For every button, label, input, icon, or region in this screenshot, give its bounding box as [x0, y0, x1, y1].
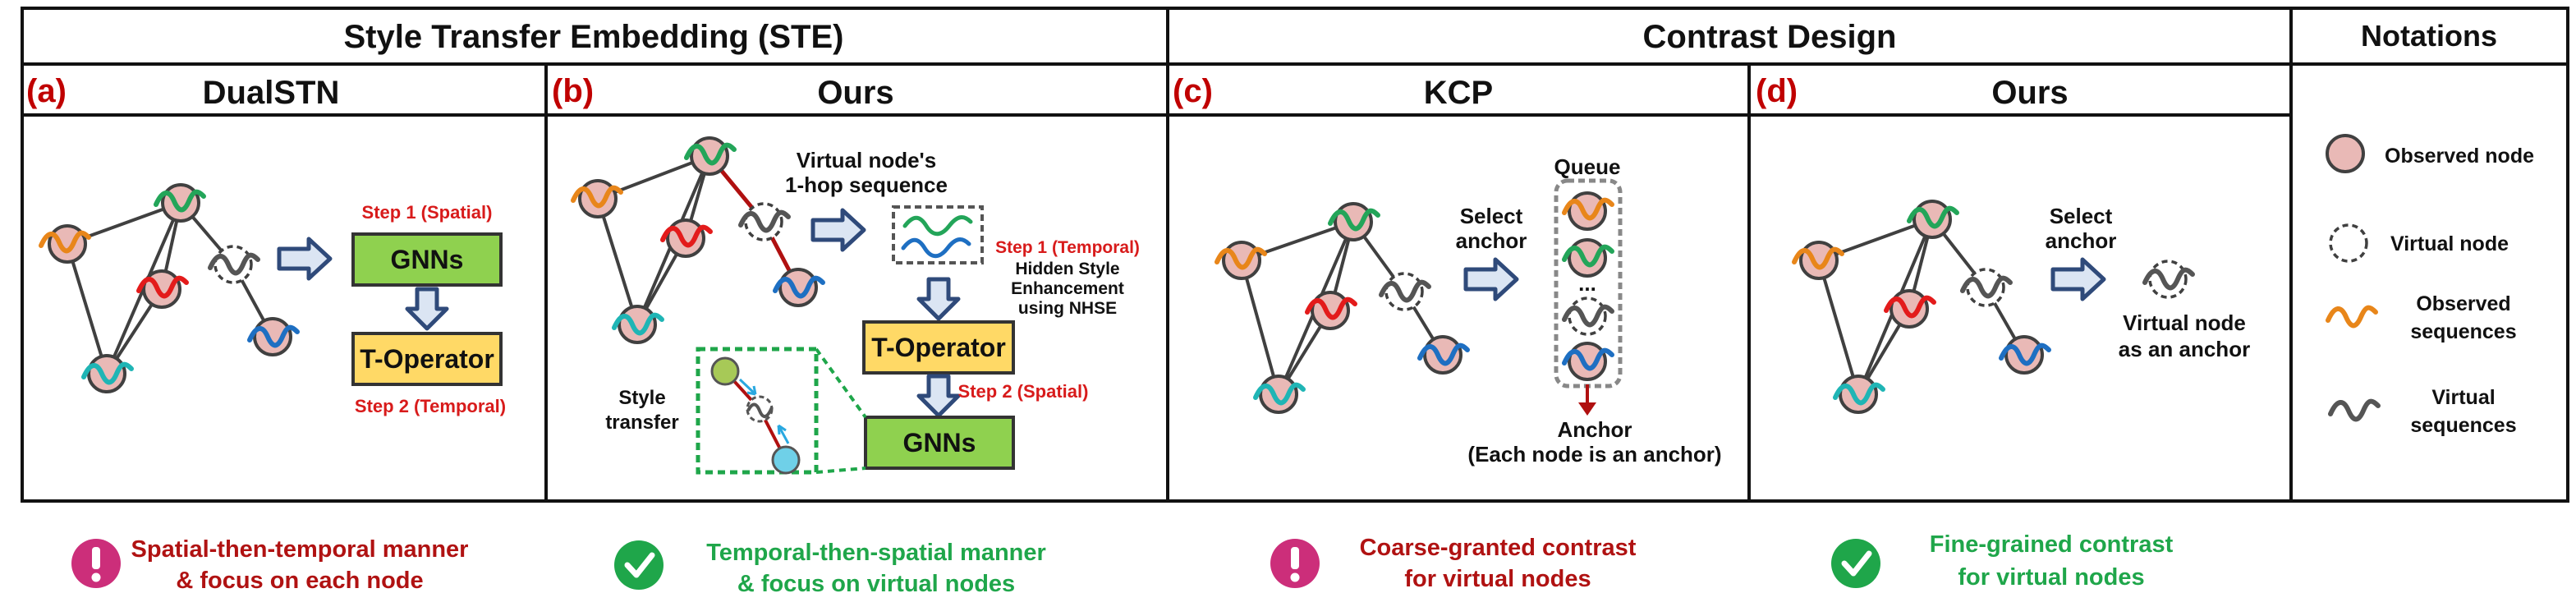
panel-a-arrow-down	[407, 289, 447, 329]
panel-c-tag: (c)	[1173, 73, 1213, 109]
footer-2-line1: Temporal-then-spatial manner	[706, 540, 1046, 566]
panel-b-gnn-box	[864, 416, 1015, 470]
check-icon	[1831, 539, 1880, 588]
notation-observed-seq2: sequences	[2410, 320, 2516, 343]
panel-b-hidden1: Hidden Style	[1015, 260, 1119, 278]
panel-b-step1: Step 1 (Temporal)	[995, 238, 1140, 257]
panel-d-arrow-right	[2053, 260, 2104, 299]
panel-c-anchor-note: (Each node is an anchor)	[1467, 442, 1721, 467]
panel-d-vn2: as an anchor	[2119, 337, 2250, 361]
panel-b-vn-line1: Virtual node's	[797, 148, 936, 172]
panel-b-graph	[573, 136, 823, 344]
panel-b-title: Ours	[817, 75, 893, 111]
footer-4-line1: Fine-grained contrast	[1930, 531, 2174, 558]
panel-b-vn-line2: 1-hop sequence	[785, 172, 948, 197]
footer-4-line2: for virtual nodes	[1958, 564, 2144, 591]
panel-b-arrow-right	[813, 210, 864, 250]
notation-observed-node: Observed node	[2385, 145, 2534, 168]
header-notations: Notations	[2361, 19, 2497, 53]
footer-1-line2: & focus on each node	[176, 568, 423, 594]
panel-c-anchor: Anchor	[1558, 417, 1632, 442]
footer-item-1: Spatial-then-temporal manner & focus on …	[71, 536, 468, 594]
panel-b-step2: Step 2 (Spatial)	[958, 381, 1089, 402]
panel-b-arrow-down-2	[919, 376, 958, 416]
panel-c-queue-box	[1554, 178, 1623, 416]
panel-b-sequence-box	[892, 205, 984, 264]
panel-b-arrow-down-1	[919, 279, 958, 319]
check-icon	[614, 540, 664, 590]
footer-item-4: Fine-grained contrast for virtual nodes	[1831, 531, 2174, 591]
panel-b-hidden2: Enhancement	[1011, 279, 1124, 298]
panel-c-title: KCP	[1424, 75, 1493, 111]
panel-d-select2: anchor	[2046, 228, 2117, 253]
header-contrast: Contrast Design	[1643, 19, 1897, 55]
panel-d-virtual-anchor	[2145, 260, 2193, 299]
panel-a-toperator-label: T-Operator	[360, 344, 494, 374]
warning-icon	[71, 539, 121, 588]
notation-observed-seq-icon	[2328, 308, 2376, 326]
footer-2-line2: & focus on virtual nodes	[737, 571, 1015, 597]
warning-icon	[1270, 539, 1320, 588]
panel-b-toperator-label: T-Operator	[871, 333, 1006, 362]
panel-a-step2: Step 2 (Temporal)	[355, 396, 506, 416]
panel-a-tag: (a)	[26, 73, 67, 109]
notation-virtual-seq2: sequences	[2410, 414, 2516, 437]
panel-b-style2: transfer	[605, 411, 678, 434]
panel-c-arrow-right	[1466, 260, 1517, 299]
panel-a-graph	[41, 183, 297, 393]
panel-d-tag: (d)	[1756, 73, 1798, 109]
panel-a-step1: Step 1 (Spatial)	[362, 202, 493, 223]
panel-d-select1: Select	[2050, 204, 2113, 228]
notation-observed-node-icon	[2326, 134, 2365, 173]
footer-1-line1: Spatial-then-temporal manner	[131, 536, 469, 563]
footer-item-2: Temporal-then-spatial manner & focus on …	[614, 540, 1046, 597]
panel-b-hidden3: using NHSE	[1018, 299, 1117, 318]
panel-b-toperator-box	[862, 320, 1015, 375]
panel-a-gnn-label: GNNs	[391, 245, 464, 274]
notation-observed-seq1: Observed	[2416, 292, 2510, 315]
panel-b-tag: (b)	[552, 73, 594, 109]
panel-c-select1: Select	[1460, 204, 1523, 228]
panel-c-queue: Queue	[1554, 154, 1621, 179]
panel-d-title: Ours	[1991, 75, 2068, 111]
panel-b-zoom-box	[696, 347, 867, 475]
footer-item-3: Coarse-granted contrast for virtual node…	[1270, 535, 1637, 592]
notation-virtual-seq1: Virtual	[2431, 386, 2495, 409]
notation-virtual-node-icon	[2329, 223, 2368, 263]
header-ste: Style Transfer Embedding (STE)	[343, 19, 843, 55]
notation-virtual-node: Virtual node	[2390, 232, 2509, 255]
notation-virtual-seq-icon	[2330, 402, 2378, 420]
panel-c-select2: anchor	[1456, 228, 1527, 253]
panel-a-arrow-right	[279, 239, 330, 278]
footer-3-line2: for virtual nodes	[1404, 566, 1591, 592]
panel-d-graph	[1794, 200, 2049, 414]
panel-b-gnn-label: GNNs	[903, 428, 976, 457]
panel-c-dots: ...	[1578, 271, 1596, 296]
panel-a-gnn-box	[351, 232, 503, 287]
panel-d-vn1: Virtual node	[2123, 310, 2246, 335]
panel-c-graph	[1217, 202, 1467, 414]
frame	[21, 7, 2569, 503]
panel-b-style1: Style	[618, 387, 665, 409]
panel-a-title: DualSTN	[203, 75, 340, 111]
footer-3-line1: Coarse-granted contrast	[1360, 535, 1637, 561]
panel-a-toperator-box	[351, 332, 503, 386]
